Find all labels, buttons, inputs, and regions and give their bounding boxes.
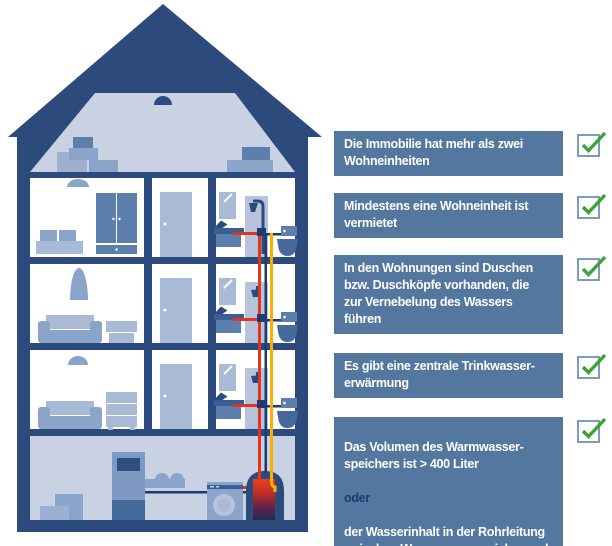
washing-machine-panel [207, 485, 243, 489]
check-icon [581, 353, 607, 375]
circulation-pipe [270, 233, 277, 492]
drawer [106, 404, 137, 415]
or-connector-text: oder [344, 491, 370, 505]
pipe-junction [257, 228, 266, 236]
pipe-content-condition-text: der Wasserinhalt in der Rohrleitung zwis… [344, 525, 549, 546]
checklist-item-text: In den Wohnungen sind Duschen bzw. Dusch… [334, 255, 563, 334]
sofa-seat [42, 330, 98, 343]
checkbox[interactable] [577, 255, 607, 281]
volume-condition-text: Das Volumen des Warmwasser- speichers is… [344, 440, 524, 471]
checkbox[interactable] [577, 353, 607, 379]
drawer [106, 416, 137, 427]
checkbox[interactable] [577, 193, 607, 219]
pillow [59, 230, 76, 241]
riser-pipes [257, 228, 277, 492]
drawer [106, 392, 137, 403]
living-room-furniture [38, 356, 137, 430]
living-room-furniture [38, 268, 137, 343]
pendant-lamp-icon [70, 268, 88, 300]
pipe-junction [257, 314, 266, 322]
check-icon [581, 417, 607, 439]
pipe-junction [257, 400, 266, 408]
checklist-item-text: Das Volumen des Warmwasser- speichers is… [334, 417, 563, 546]
attic [30, 93, 295, 172]
bedroom-furniture [36, 179, 137, 254]
floor-1 [30, 350, 299, 430]
house-illustration [8, 4, 322, 532]
washing-machine [207, 482, 243, 520]
stairs-step [40, 506, 69, 520]
checklist-item-text: Es gibt eine zentrale Trinkwasser- erwär… [334, 353, 563, 398]
checkbox[interactable] [577, 417, 607, 443]
checklist-item-text: Mindestens eine Wohneinheit ist vermiete… [334, 193, 563, 238]
attic-vent-icon [154, 96, 172, 105]
check-icon [581, 255, 607, 277]
checkbox[interactable] [577, 131, 607, 157]
shower-head-icon [249, 203, 258, 212]
check-icon [581, 193, 607, 215]
side-table-base [109, 333, 134, 343]
ceiling-lamp-icon [68, 356, 88, 365]
basement [30, 436, 295, 520]
shower [249, 199, 265, 254]
floor-3 [30, 178, 299, 258]
cold-water-supply-pipe [145, 491, 255, 494]
cold-water-pipe [264, 233, 267, 473]
check-icon [581, 131, 607, 153]
floor-2 [30, 264, 299, 344]
checklist-item-text: Die Immobilie hat mehr als zwei Wohneinh… [334, 131, 563, 176]
hot-water-tank [253, 479, 275, 520]
boiler-panel [117, 458, 140, 471]
hot-water-pipe [258, 232, 261, 480]
storage-boxes [57, 137, 273, 172]
sofa-back [46, 315, 94, 329]
pump-assembly [145, 473, 185, 488]
boiler [112, 452, 145, 520]
shower-pipe [253, 199, 265, 254]
pillow [40, 230, 57, 241]
bed [36, 241, 83, 254]
ceiling-lamp-icon [67, 179, 89, 187]
side-table [106, 321, 137, 332]
sofa-back [46, 401, 94, 415]
sofa-seat [42, 416, 98, 429]
